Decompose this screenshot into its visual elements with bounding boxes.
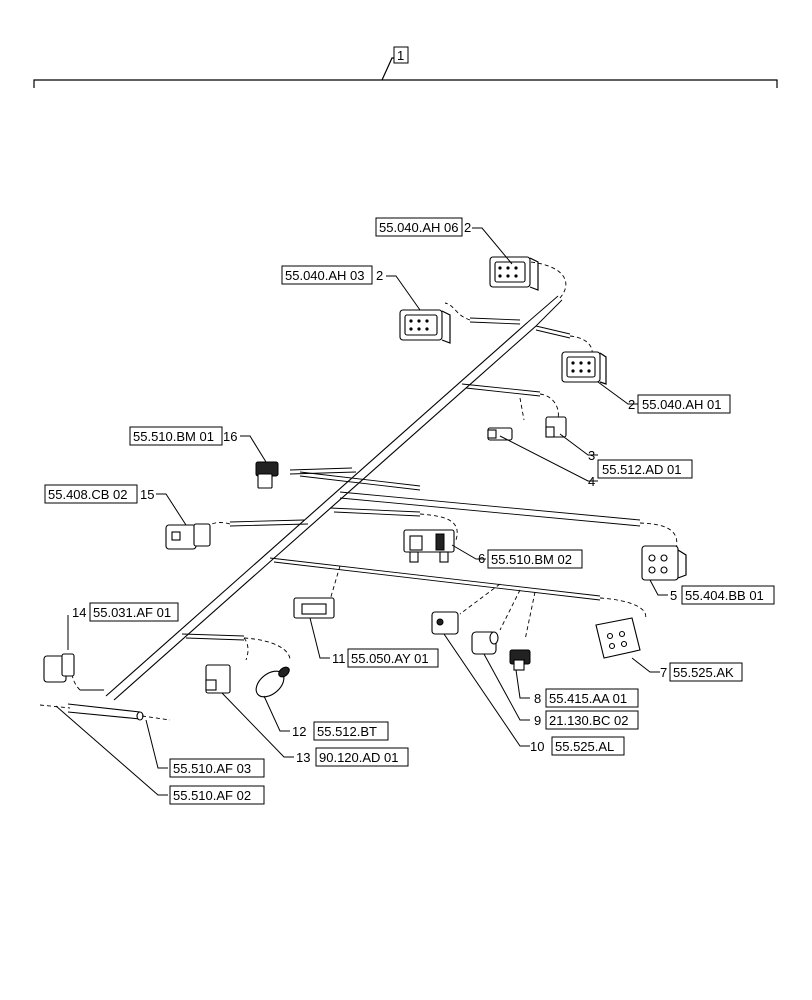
callout-55-512-ad-01[interactable]: 3 55.512.AD 01: [588, 448, 693, 479]
top-branches: [444, 261, 593, 361]
callout-55-408-cb-02[interactable]: 55.408.CB 02 15: [44, 484, 154, 504]
callout-num: 16: [223, 429, 237, 444]
callout-55-040-ah-06[interactable]: 55.040.AH 06 2: [375, 217, 471, 237]
callout-21-130-bc-02[interactable]: 9 21.130.BC 02: [534, 710, 639, 730]
callout-ref: 55.512.BT: [317, 724, 377, 739]
callout-55-040-ah-01[interactable]: 2 55.040.AH 01: [628, 394, 731, 414]
callout-90-120-ad-01[interactable]: 13 90.120.AD 01: [296, 747, 409, 767]
assembly-number: 1: [397, 48, 404, 63]
branch-15: [204, 519, 309, 529]
callout-num: 9: [534, 713, 541, 728]
callout-ref: 55.525.AL: [555, 739, 614, 754]
callout-55-040-ah-03[interactable]: 55.040.AH 03 2: [281, 265, 383, 285]
callout-ref: 55.525.AK: [673, 665, 734, 680]
connector-3[interactable]: [545, 416, 567, 438]
callout-ref: 90.120.AD 01: [319, 750, 399, 765]
callout-ref: 55.415.AA 01: [549, 691, 627, 706]
callout-ref: 21.130.BC 02: [549, 713, 629, 728]
connector-13[interactable]: [205, 664, 231, 694]
callout-55-510-af-02[interactable]: 55.510.AF 02: [169, 785, 265, 805]
connector-12[interactable]: [251, 665, 291, 702]
callout-55-031-af-01[interactable]: 14 55.031.AF 01: [72, 602, 179, 622]
callout-ref: 55.031.AF 01: [93, 605, 171, 620]
callout-55-512-bt[interactable]: 12 55.512.BT: [292, 721, 389, 741]
callout-num: 3: [588, 448, 595, 463]
callout-num: 2: [376, 268, 383, 283]
connector-5[interactable]: [641, 545, 687, 581]
connector-2-ah03[interactable]: [399, 309, 451, 344]
callout-num: 12: [292, 724, 306, 739]
callout-num: 15: [140, 487, 154, 502]
callout-ref: 55.510.BM 02: [491, 552, 572, 567]
callout-ref: 55.040.AH 01: [642, 397, 722, 412]
callout-55-525-ak[interactable]: 7 55.525.AK: [660, 662, 743, 682]
connector-16[interactable]: [255, 461, 279, 489]
callout-4[interactable]: 4: [588, 474, 595, 489]
leader-lines: [55, 227, 668, 796]
connector-15[interactable]: [165, 523, 211, 550]
callout-ref: 55.510.BM 01: [133, 429, 214, 444]
branch-12-13: [181, 633, 291, 661]
callout-num: 8: [534, 691, 541, 706]
callout-num: 13: [296, 750, 310, 765]
callout-55-510-bm-02[interactable]: 6 55.510.BM 02: [478, 549, 583, 569]
callout-55-050-ay-01[interactable]: 11 55.050.AY 01: [332, 648, 439, 668]
callout-num: 14: [72, 605, 86, 620]
connector-6[interactable]: [403, 529, 455, 563]
callout-ref: 55.512.AD 01: [602, 462, 682, 477]
connector-2-ah06[interactable]: [489, 256, 539, 291]
connector-8[interactable]: [509, 649, 531, 671]
connector-9[interactable]: [471, 631, 499, 655]
callout-55-525-al[interactable]: 10 55.525.AL: [530, 736, 625, 756]
callout-num: 4: [588, 474, 595, 489]
branch-lower: [269, 557, 647, 641]
callout-ref: 55.510.AF 02: [173, 788, 251, 803]
callout-ref: 55.050.AY 01: [351, 651, 429, 666]
assembly-number-box[interactable]: [393, 46, 409, 64]
callout-ref: 55.040.AH 06: [379, 220, 459, 235]
callout-ref: 55.404.BB 01: [685, 588, 764, 603]
callout-num: 7: [660, 665, 667, 680]
connector-4[interactable]: [487, 427, 513, 441]
connector-10[interactable]: [431, 611, 459, 635]
branch-6: [329, 507, 458, 541]
connector-11[interactable]: [293, 597, 335, 619]
callout-num: 6: [478, 551, 485, 566]
callout-55-404-bb-01[interactable]: 5 55.404.BB 01: [670, 585, 775, 605]
callout-num: 11: [332, 651, 346, 666]
connector-2-ah01[interactable]: [561, 351, 607, 385]
connector-14[interactable]: [43, 653, 75, 683]
callout-ref: 55.408.CB 02: [48, 487, 128, 502]
callout-num: 10: [530, 739, 544, 754]
callout-num: 2: [464, 220, 471, 235]
callout-55-510-af-03[interactable]: 55.510.AF 03: [169, 758, 265, 778]
connector-7[interactable]: [595, 617, 641, 659]
callout-num: 2: [628, 397, 635, 412]
branch-14: [69, 659, 104, 691]
callout-55-510-bm-01[interactable]: 55.510.BM 01 16: [129, 426, 237, 446]
assembly-bracket: 1: [33, 46, 778, 88]
branch-3-4: [461, 383, 559, 421]
main-trunk: [105, 321, 537, 701]
callout-num: 5: [670, 588, 677, 603]
callout-ref: 55.040.AH 03: [285, 268, 365, 283]
bottom-sleeves: [39, 703, 171, 721]
callout-55-415-aa-01[interactable]: 8 55.415.AA 01: [534, 688, 639, 708]
callout-ref: 55.510.AF 03: [173, 761, 251, 776]
